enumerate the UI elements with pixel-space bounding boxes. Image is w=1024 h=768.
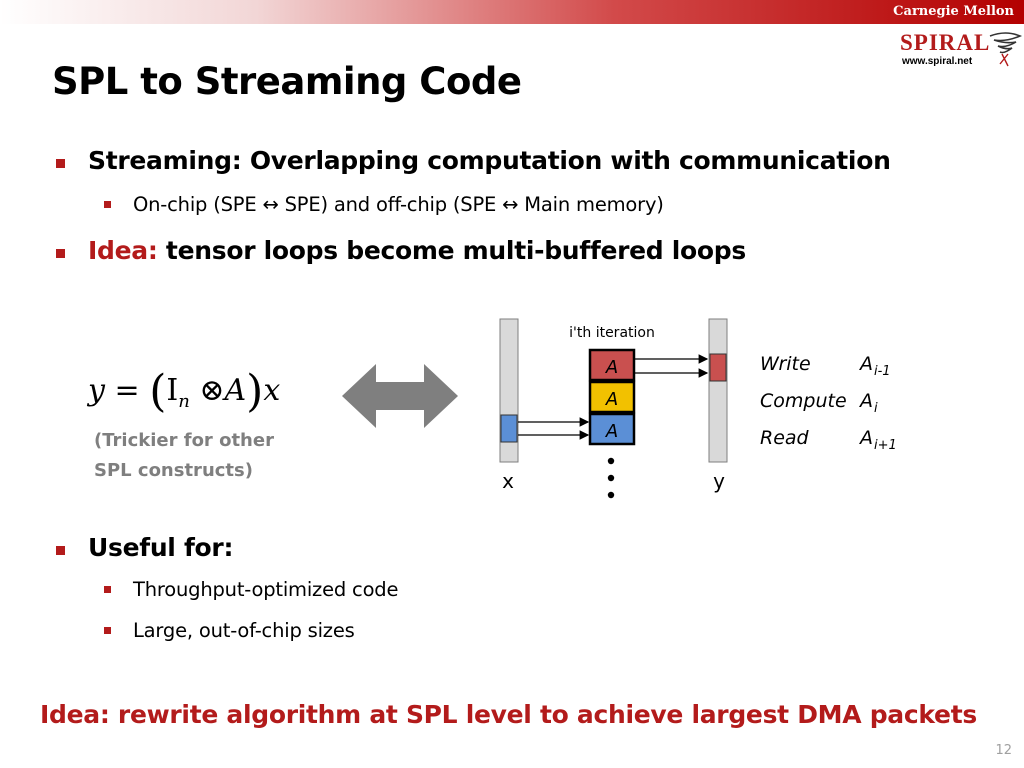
y-label: y	[713, 469, 725, 493]
bullet-useful-for: Useful for:	[88, 533, 234, 562]
formula-kron-op: ⊗	[199, 373, 225, 408]
header-bar: Carnegie Mellon	[0, 0, 1024, 24]
logo-url: www.spiral.net	[902, 56, 973, 67]
spiral-logo: SPIRAL www.spiral.net	[900, 28, 1023, 72]
sub-bullet-on-off-chip: On-chip (SPE ↔ SPE) and off-chip (SPE ↔ …	[133, 193, 664, 216]
bullet-idea: Idea: tensor loops become multi-buffered…	[88, 236, 746, 265]
step-compute-target: A	[858, 390, 873, 412]
formula-identity: I	[166, 373, 179, 408]
x-label: x	[502, 469, 514, 493]
formula-vector: x	[263, 373, 281, 408]
buffer-compute-label: A	[605, 389, 618, 410]
step-write-sub: i-1	[874, 364, 891, 379]
bullet-marker	[56, 249, 65, 258]
institution-name: Carnegie Mellon	[893, 4, 1014, 19]
idea-prefix: Idea:	[88, 236, 158, 265]
buffer-write	[588, 348, 636, 382]
sub-bullet-large-sizes: Large, out-of-chip sizes	[133, 619, 355, 642]
sub-bullet-marker	[104, 627, 111, 634]
spl-formula: y = (In ⊗A)x	[88, 366, 281, 417]
bullet-marker	[56, 546, 65, 555]
idea-rest: tensor loops become multi-buffered loops	[157, 236, 746, 265]
step-compute-action: Compute	[760, 390, 847, 412]
conclusion-text: Idea: rewrite algorithm at SPL level to …	[40, 700, 977, 729]
x-input-block	[500, 414, 518, 443]
step-read-sub: i+1	[874, 438, 897, 453]
step-write-target: A	[858, 353, 873, 375]
note-line1: (Trickier for other	[94, 430, 274, 451]
logo-text: SPIRAL	[900, 30, 991, 55]
formula-equals: =	[114, 373, 140, 408]
streaming-diagram: i'th iteration A A A x y Write A i-1 Com…	[499, 318, 897, 499]
buffer-compute	[588, 380, 636, 414]
step-read-target: A	[858, 427, 873, 449]
spiral-swirl-icon	[989, 32, 1023, 67]
bullet-marker	[56, 159, 65, 168]
sub-bullet-throughput: Throughput-optimized code	[133, 578, 399, 601]
buffer-read	[588, 412, 636, 446]
note-line2: SPL constructs)	[94, 460, 253, 481]
slide-title: SPL to Streaming Code	[52, 60, 522, 103]
bullet-streaming: Streaming: Overlapping computation with …	[88, 146, 891, 175]
formula-identity-sub: n	[178, 391, 190, 412]
y-vector-bar	[708, 318, 728, 463]
equivalence-double-arrow-icon	[342, 364, 458, 428]
step-compute-sub: i	[874, 401, 878, 416]
sub-bullet-marker	[104, 201, 111, 208]
iteration-label: i'th iteration	[569, 325, 655, 341]
buffer-write-label: A	[605, 357, 618, 378]
step-read-action: Read	[760, 427, 810, 449]
page-number: 12	[995, 743, 1012, 758]
step-write-action: Write	[760, 353, 811, 375]
y-output-block	[709, 353, 727, 382]
buffer-read-label: A	[605, 421, 618, 442]
formula-matrix: A	[224, 373, 247, 408]
formula-lhs: y	[88, 373, 105, 408]
sub-bullet-marker	[104, 586, 111, 593]
